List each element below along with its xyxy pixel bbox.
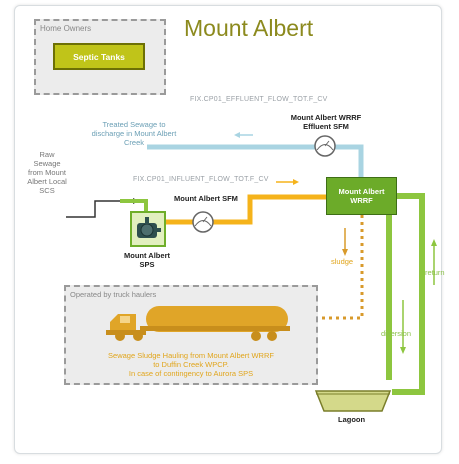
effluent-meter-icon [314,135,336,157]
effluent-pipe [147,144,364,177]
sps-green-pipe [120,199,148,211]
raw-inlet-line [66,200,135,218]
influent-sfm-label: Mount Albert SFM [174,194,238,203]
influent-arrow-icon [276,179,299,185]
truck-icon [106,306,290,341]
green-loop-pipe [392,193,425,395]
effluent-tag: FIX.CP01_EFFLUENT_FLOW_TOT.F_CV [190,96,328,103]
sps-label: Mount Albert SPS [124,251,170,269]
sps-node[interactable] [130,211,166,247]
influent-tag: FIX.CP01_INFLUENT_FLOW_TOT.F_CV [133,176,269,183]
return-arrow-icon [431,239,437,285]
lagoon-icon [314,390,392,412]
page-title: Mount Albert [184,15,314,41]
haulers-note: Sewage Sludge Hauling from Mount Albert … [108,351,274,378]
diversion-label: diversion [381,329,412,338]
pump-icon [137,217,161,238]
legend-title: Home Owners [40,24,92,33]
sludge-label: sludge [331,257,354,266]
wrrf-node[interactable]: Mount Albert WRRF [326,177,397,215]
septic-tanks-button[interactable]: Septic Tanks [53,43,145,70]
lagoon-label: Lagoon [338,415,366,424]
home-owners-legend: Home Owners Septic Tanks [34,19,166,95]
truck-haulers-box: Operated by truck haulers Sewage Sludge … [64,285,318,385]
treated-sewage-label: Treated Sewage to discharge in Mount Alb… [91,120,177,147]
effluent-arrow-icon [234,132,253,138]
influent-meter-icon [192,211,214,233]
haulers-title: Operated by truck haulers [70,290,157,299]
sludge-arrow-icon [342,228,348,256]
return-label: return [425,268,445,277]
diversion-arrow-icon [400,300,406,354]
effluent-sfm-label: Mount Albert WRRF Effluent SFM [290,113,362,131]
raw-sewage-label: Raw Sewage from Mount Albert Local SCS [27,150,67,195]
